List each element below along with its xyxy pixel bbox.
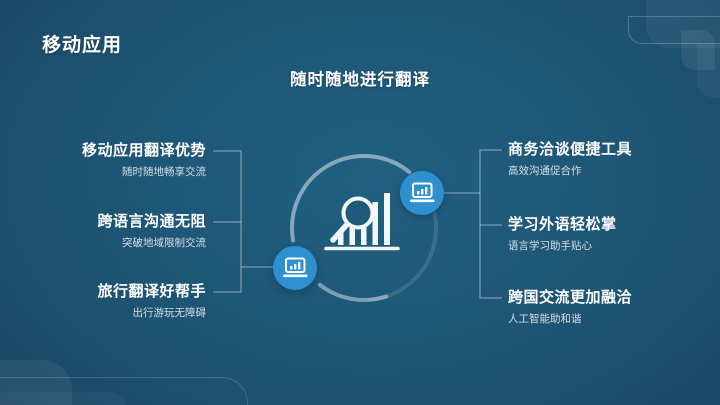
feature-title: 移动应用翻译优势 — [81, 142, 206, 159]
laptop-chart-badge-left — [273, 246, 317, 290]
laptop-chart-badge-right — [400, 171, 444, 215]
feature-title: 学习外语轻松掌 — [508, 216, 617, 233]
feature-subtitle: 突破地域限制交流 — [122, 237, 206, 249]
feature-item-cross-border: 跨国交流更加融洽 人工智能助和谐 — [508, 289, 632, 325]
feature-title: 旅行翻译好帮手 — [97, 283, 206, 300]
magnifier-bar-chart-icon — [324, 193, 400, 251]
feature-item-travel-helper: 旅行翻译好帮手 出行游玩无障碍 — [97, 283, 206, 319]
feature-item-business-tool: 商务洽谈便捷工具 高效沟通促合作 — [508, 141, 632, 177]
feature-title: 商务洽谈便捷工具 — [508, 141, 633, 158]
ring-arc-dim-right — [368, 212, 439, 302]
feature-title: 跨国交流更加融洽 — [508, 289, 633, 306]
feature-subtitle: 人工智能助和谐 — [508, 313, 582, 325]
ring-arc-bright-bottom — [317, 282, 389, 302]
feature-subtitle: 高效沟通促合作 — [508, 165, 582, 177]
feature-title: 跨语言沟通无阻 — [97, 213, 206, 230]
feature-subtitle: 出行游玩无障碍 — [132, 307, 207, 319]
laptop-chart-icon — [283, 257, 308, 278]
laptop-chart-icon — [410, 182, 435, 203]
slide-heading: 随时随地进行翻译 — [290, 71, 430, 89]
feature-item-cross-language: 跨语言沟通无阻 突破地域限制交流 — [97, 213, 206, 249]
feature-subtitle: 语言学习助手贴心 — [508, 240, 592, 252]
ring-arc-bright-top — [290, 153, 412, 243]
ring-graphic — [290, 153, 439, 302]
connector-bracket-left — [213, 150, 275, 293]
feature-subtitle: 随时随地畅享交流 — [122, 166, 206, 178]
connector-bracket-right — [444, 149, 502, 299]
feature-item-mobile-advantage: 移动应用翻译优势 随时随地畅享交流 — [82, 142, 206, 178]
feature-item-language-learning: 学习外语轻松掌 语言学习助手贴心 — [508, 216, 617, 252]
page-title: 移动应用 — [42, 35, 123, 56]
